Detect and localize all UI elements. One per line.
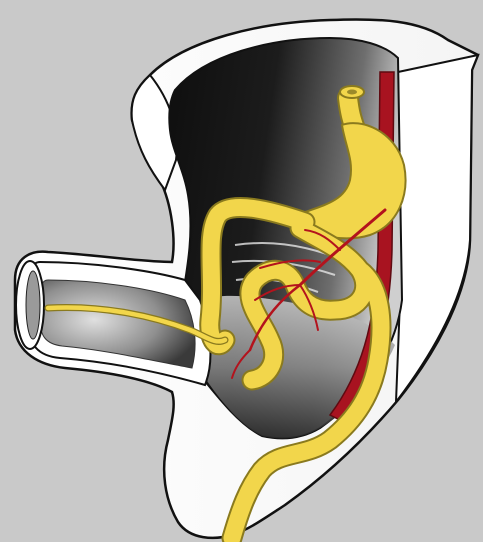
back-wall-section (396, 55, 478, 402)
stalk-opening-inner (26, 271, 40, 339)
